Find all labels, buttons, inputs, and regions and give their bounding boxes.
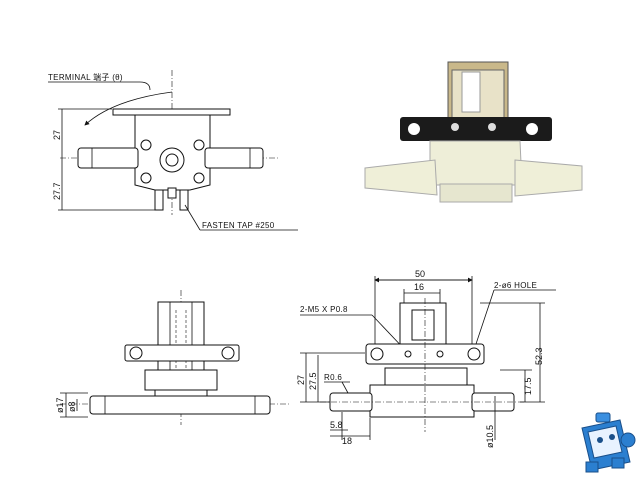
top-view: TERMINAL 端子 (θ) 27 27.7 — [48, 70, 298, 231]
screw-label: 2-M5 X P0.8 — [300, 305, 348, 314]
front-view: 50 16 2-ø6 HOLE 2-M5 X P0.8 — [296, 269, 556, 448]
terminal-2 — [179, 189, 189, 211]
terminal-1 — [154, 189, 164, 211]
side-body — [144, 369, 218, 391]
dim-17-5: 17.5 — [523, 377, 533, 395]
dim-width-50: 50 — [415, 269, 425, 279]
dim-tube-od: ø17 — [55, 397, 65, 413]
terminal-arc — [84, 91, 173, 126]
photo-tube-left — [364, 159, 438, 196]
front-hole-right — [467, 347, 481, 361]
side-coil — [157, 301, 205, 375]
dim-27: 27 — [296, 375, 306, 385]
top-mount-plate — [112, 108, 231, 116]
top-tube-left — [77, 147, 139, 169]
fasten-leader — [184, 204, 201, 231]
side-tube — [89, 395, 271, 415]
hole-label: 2-ø6 HOLE — [494, 281, 537, 290]
document-robot-logo — [581, 412, 636, 473]
top-screw-1 — [140, 139, 152, 151]
top-screw-4 — [193, 172, 205, 184]
photo-tube-right — [514, 159, 583, 197]
dim-upper: 27 — [52, 130, 62, 140]
dim-27-5: 27.5 — [308, 372, 318, 390]
dim-5-8: 5.8 — [330, 420, 343, 430]
top-tube-right — [204, 147, 264, 169]
radius-label: R0.6 — [324, 373, 342, 382]
front-hole-left — [370, 347, 384, 361]
dim-total-height: 52.3 — [534, 347, 544, 365]
dim-coil-16: 16 — [414, 282, 424, 292]
dim-18: 18 — [342, 436, 352, 446]
side-bracket — [124, 344, 240, 362]
fasten-tap-label: FASTEN TAP #250 — [202, 221, 275, 230]
dim-lower: 27.7 — [52, 182, 62, 200]
terminal-leader — [48, 81, 151, 91]
top-screw-3 — [140, 172, 152, 184]
dim-10-5: ø10.5 — [485, 425, 495, 448]
terminal-label: TERMINAL 端子 (θ) — [48, 72, 123, 82]
photo-bracket — [400, 117, 552, 141]
top-screw-2 — [193, 139, 205, 151]
valve-photo — [364, 61, 583, 203]
dim-tube-id: ø8 — [67, 401, 77, 412]
side-view: ø17 ø8 — [55, 290, 290, 425]
